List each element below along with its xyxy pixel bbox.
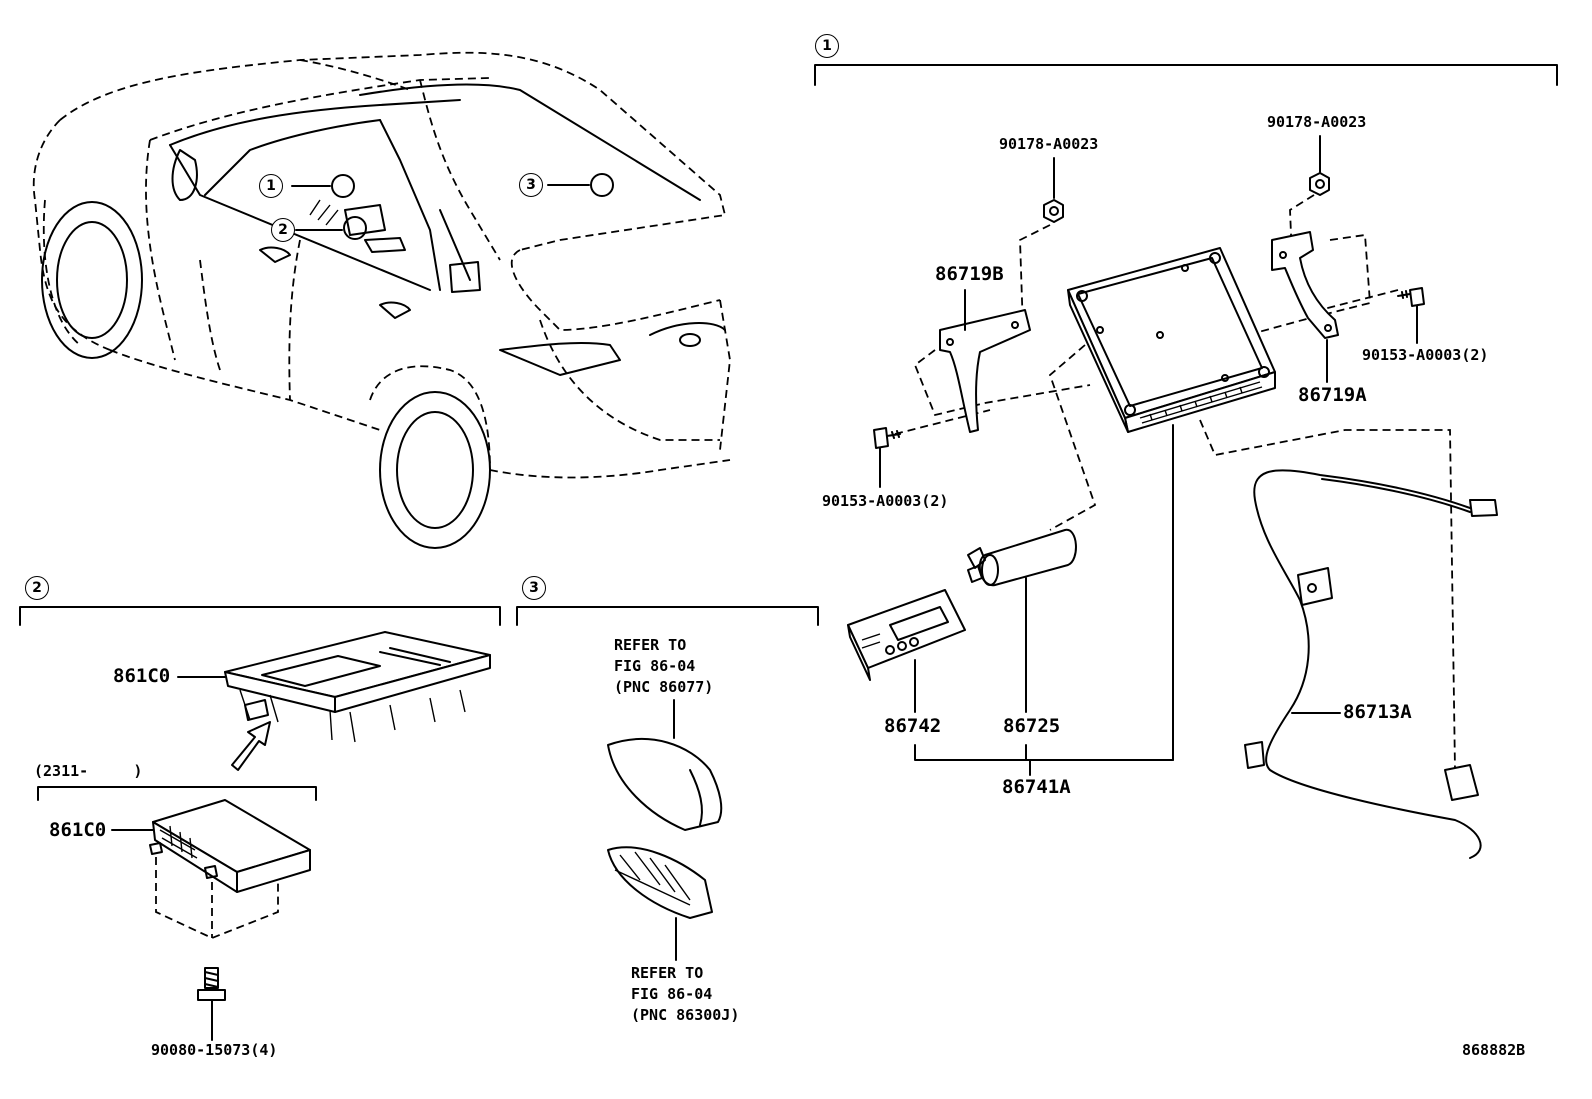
part-label-86713A: 86713A [1343,701,1412,723]
refer-line: FIG 86-04 [631,985,713,1003]
ecu-module [1067,247,1276,761]
part-label-86741A: 86741A [1002,776,1071,798]
refer-line: REFER TO [631,964,704,982]
part-group-bracket [914,744,1174,776]
bolt-icon [197,967,226,1041]
part-label-86725: 86725 [1003,715,1061,737]
refer-note-upper: REFER TO FIG 86-04 (PNC 86077) [614,635,713,698]
vehicle-callout-3: 3 [519,173,543,197]
section-3-number: 3 [522,576,546,600]
display-unit-86742 [847,589,966,713]
refer-line: (PNC 86077) [614,678,714,696]
part-label-90153-right: 90153-A0003(2) [1362,346,1489,364]
figure-id: 868882B [1462,1041,1526,1059]
part-label-90153-left: 90153-A0003(2) [822,492,949,510]
part-label-90178-left: 90178-A0023 [999,135,1099,153]
arrow-indicator-icon [231,721,271,771]
section-2-bracket [19,606,501,801]
part-label-861C0-upper: 861C0 [113,665,171,687]
antenna-icon [607,699,723,831]
antenna-base-icon [607,846,713,961]
section-1-number: 1 [815,34,839,58]
part-label-90080: 90080-15073(4) [151,1041,278,1059]
part-label-90178-right: 90178-A0023 [1267,113,1367,131]
vehicle-callout-2: 2 [271,218,295,242]
part-label-861C0-lower: 861C0 [49,819,107,841]
bolt-icon [873,427,901,488]
section-1-bracket [814,64,1558,86]
bolt-icon [1397,287,1425,344]
refer-line: (PNC 86300J) [631,1006,740,1024]
refer-line: FIG 86-04 [614,657,696,675]
ecu-module [111,799,311,939]
refer-note-lower: REFER TO FIG 86-04 (PNC 86300J) [631,963,739,1026]
part-label-86742: 86742 [884,715,942,737]
section-3-bracket [516,606,819,626]
ecu-module [177,631,491,743]
refer-line: REFER TO [614,636,687,654]
bracket-86719A [1271,231,1339,383]
section-2-number: 2 [25,576,49,600]
bracket-86719B [939,289,1031,433]
nut-icon [1309,135,1330,196]
date-range-label: (2311- ) [34,762,143,780]
cable-harness [1244,469,1498,859]
vehicle-illustration [32,51,731,549]
part-label-86719B: 86719B [935,263,1004,285]
nut-icon [1043,157,1064,223]
part-label-86719A: 86719A [1298,384,1367,406]
vehicle-callout-1: 1 [259,174,283,198]
battery-86725 [967,528,1077,713]
